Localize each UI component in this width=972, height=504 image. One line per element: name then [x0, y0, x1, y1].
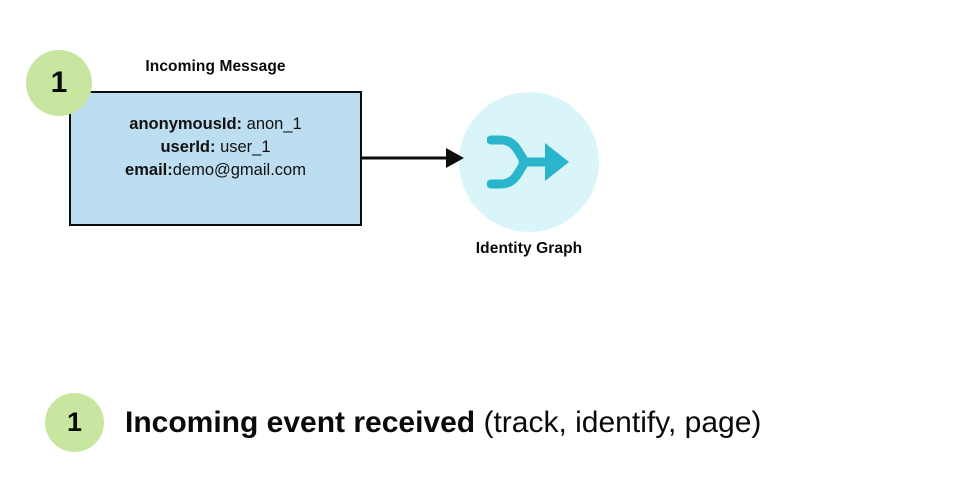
step-badge-number: 1: [50, 66, 68, 99]
identity-graph-label: Identity Graph: [475, 240, 583, 257]
merge-arrow-icon: [487, 135, 569, 189]
incoming-message-fields: anonymousId: anon_1 userId: user_1 email…: [69, 113, 362, 182]
legend-caption-normal: (track, identify, page): [475, 406, 762, 439]
field-value-email: demo@gmail.com: [172, 161, 306, 179]
step-badge-1: 1: [26, 50, 92, 116]
field-value-anonymous-id: anon_1: [246, 115, 302, 133]
field-row-email: email:demo@gmail.com: [69, 159, 362, 182]
field-key-user-id: userId:: [160, 138, 216, 156]
field-value-user-id: user_1: [220, 138, 271, 156]
connector-arrowhead: [446, 148, 464, 168]
incoming-message-box: [69, 91, 362, 226]
field-key-anonymous-id: anonymousId:: [129, 115, 243, 133]
merge-arrowhead: [545, 143, 569, 181]
merge-branch-bottom: [487, 157, 530, 189]
field-row-anonymous-id: anonymousId: anon_1: [69, 113, 362, 136]
arrow-right-icon: [362, 148, 464, 168]
incoming-message-title: Incoming Message: [145, 58, 286, 75]
merge-branch-top: [487, 135, 530, 167]
legend-caption: Incoming event received (track, identify…: [125, 404, 761, 442]
field-row-user-id: userId: user_1: [69, 136, 362, 159]
field-key-email: email:: [125, 161, 173, 179]
legend-caption-bold: Incoming event received: [125, 406, 476, 439]
legend-step-badge-1: 1: [45, 393, 104, 452]
legend-badge-number: 1: [66, 407, 83, 437]
